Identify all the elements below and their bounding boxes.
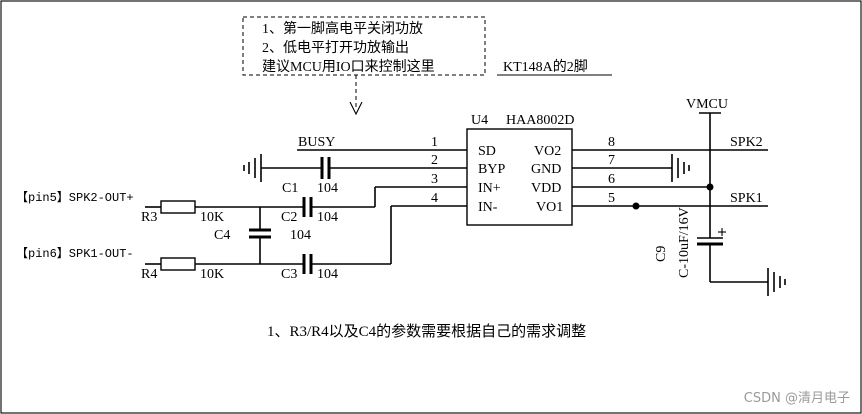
pin6-label: 【pin6】SPK1-OUT- (16, 246, 134, 261)
c9-capacitor: C9 C-10uF/16V (654, 207, 768, 283)
junction-vdd (706, 183, 714, 191)
chip-pin8-num: 8 (608, 135, 615, 150)
chip-pin6-num: 6 (608, 172, 615, 187)
ground-symbol-left (243, 154, 262, 182)
note-line-3: 建议MCU用IO口来控制这里 (262, 58, 435, 75)
junction-vo1 (632, 202, 640, 210)
chip-pin6-name: VDD (531, 181, 561, 196)
pin5-label: 【pin5】SPK2-OUT+ (16, 190, 134, 205)
chip-pin8-name: VO2 (534, 144, 561, 159)
c2-value: 104 (317, 210, 338, 225)
chip-ref: U4 (471, 113, 488, 128)
watermark: CSDN @清月电子 (743, 391, 850, 406)
chip-pin4-name: IN- (478, 200, 498, 215)
r3-ref: R3 (141, 210, 157, 225)
note-line-2: 2、低电平打开功放输出 (262, 39, 409, 56)
chip-pin4-num: 4 (431, 191, 438, 206)
chip-part: HAA8002D (506, 113, 574, 128)
ground-symbol-right (767, 268, 786, 296)
c2-ref: C2 (281, 210, 297, 225)
chip-u4: U4 HAA8002D SD BYP IN+ IN- VO2 GND VDD V… (431, 113, 615, 226)
note-line-1: 1、第一脚高电平关闭功放 (262, 20, 423, 37)
c1-value: 104 (317, 181, 338, 196)
note-box: 1、第一脚高电平关闭功放 2、低电平打开功放输出 建议MCU用IO口来控制这里 (242, 16, 486, 116)
c1-capacitor: C1 104 (261, 157, 467, 196)
chip-pin3-num: 3 (431, 172, 438, 187)
c1-ref: C1 (282, 181, 298, 196)
busy-net: BUSY (297, 135, 467, 151)
c9-value: C-10uF/16V (677, 207, 692, 278)
chip-pin2-name: BYP (478, 162, 505, 177)
chip-pin2-num: 2 (431, 153, 438, 168)
vmcu-label: VMCU (686, 97, 728, 112)
input-spk2-line: 【pin5】SPK2-OUT+ R3 10K C2 104 (16, 186, 467, 225)
r4-value: 10K (200, 267, 224, 282)
spk1-label: SPK1 (730, 191, 763, 206)
r4-body (160, 257, 196, 271)
spk2-label: SPK2 (730, 135, 763, 150)
c4-capacitor: C4 104 (214, 207, 311, 264)
c3-value: 104 (317, 267, 338, 282)
kt148a-label: KT148A的2脚 (503, 59, 588, 75)
note-arrow-head (349, 101, 363, 116)
caption: 1、R3/R4以及C4的参数需要根据自己的需求调整 (267, 323, 586, 340)
right-side-nets: SPK2 VMCU SPK1 (572, 97, 768, 238)
c3-ref: C3 (281, 267, 297, 282)
chip-pin3-name: IN+ (478, 181, 501, 196)
c9-ref: C9 (654, 246, 669, 262)
chip-pin7-name: GND (531, 162, 561, 177)
c4-value: 104 (290, 228, 311, 243)
r3-value: 10K (200, 210, 224, 225)
busy-label: BUSY (298, 135, 335, 150)
chip-pin7-num: 7 (608, 153, 615, 168)
c4-ref: C4 (214, 228, 230, 243)
r3-body (160, 200, 196, 214)
chip-pin5-name: VO1 (536, 200, 563, 215)
chip-pin1-name: SD (478, 144, 496, 159)
r4-ref: R4 (141, 267, 157, 282)
chip-pin5-num: 5 (608, 191, 615, 206)
input-spk1-line: 【pin6】SPK1-OUT- R4 10K C3 104 (16, 205, 467, 282)
chip-body (466, 128, 573, 226)
chip-pin1-num: 1 (431, 135, 438, 150)
